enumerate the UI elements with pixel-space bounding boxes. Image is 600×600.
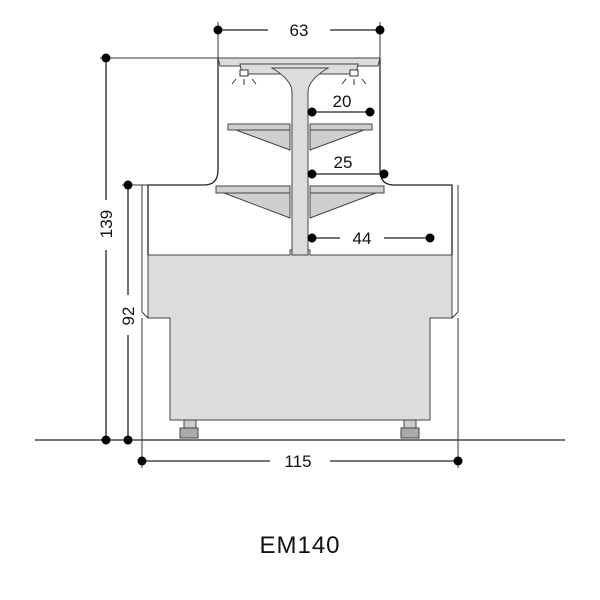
dim-total-height: 139 [97, 53, 218, 445]
model-name: EM140 [259, 532, 340, 559]
dim-shelf-upper-label: 20 [333, 92, 352, 111]
lamp-right-icon [341, 69, 367, 85]
canopy-outline [141, 58, 459, 319]
foot-right [400, 419, 420, 439]
dim-shelf-upper: 20 [307, 92, 375, 117]
shelf-upper-left [227, 123, 291, 151]
central-pillar [270, 67, 330, 256]
shelf-lower-right [309, 185, 385, 219]
dim-base-width-label: 115 [284, 452, 311, 471]
dim-body-height: 92 [119, 180, 148, 445]
dim-shelf-lower: 25 [307, 153, 389, 179]
shelf-upper-right [309, 123, 373, 151]
dim-shelf-lower-label: 25 [334, 153, 353, 172]
dim-body-height-label: 92 [119, 307, 138, 326]
dim-base-width: 115 [137, 318, 463, 471]
dim-total-height-label: 139 [97, 210, 116, 238]
dim-deck-label: 44 [353, 229, 372, 248]
dim-top-width-label: 63 [290, 21, 309, 40]
shelf-lower-left [215, 185, 291, 219]
foot-left [179, 419, 199, 439]
cabinet-body [147, 249, 453, 421]
dim-top-width: 63 [213, 21, 385, 58]
lamp-left-icon [231, 69, 257, 85]
dim-deck: 44 [307, 229, 435, 248]
